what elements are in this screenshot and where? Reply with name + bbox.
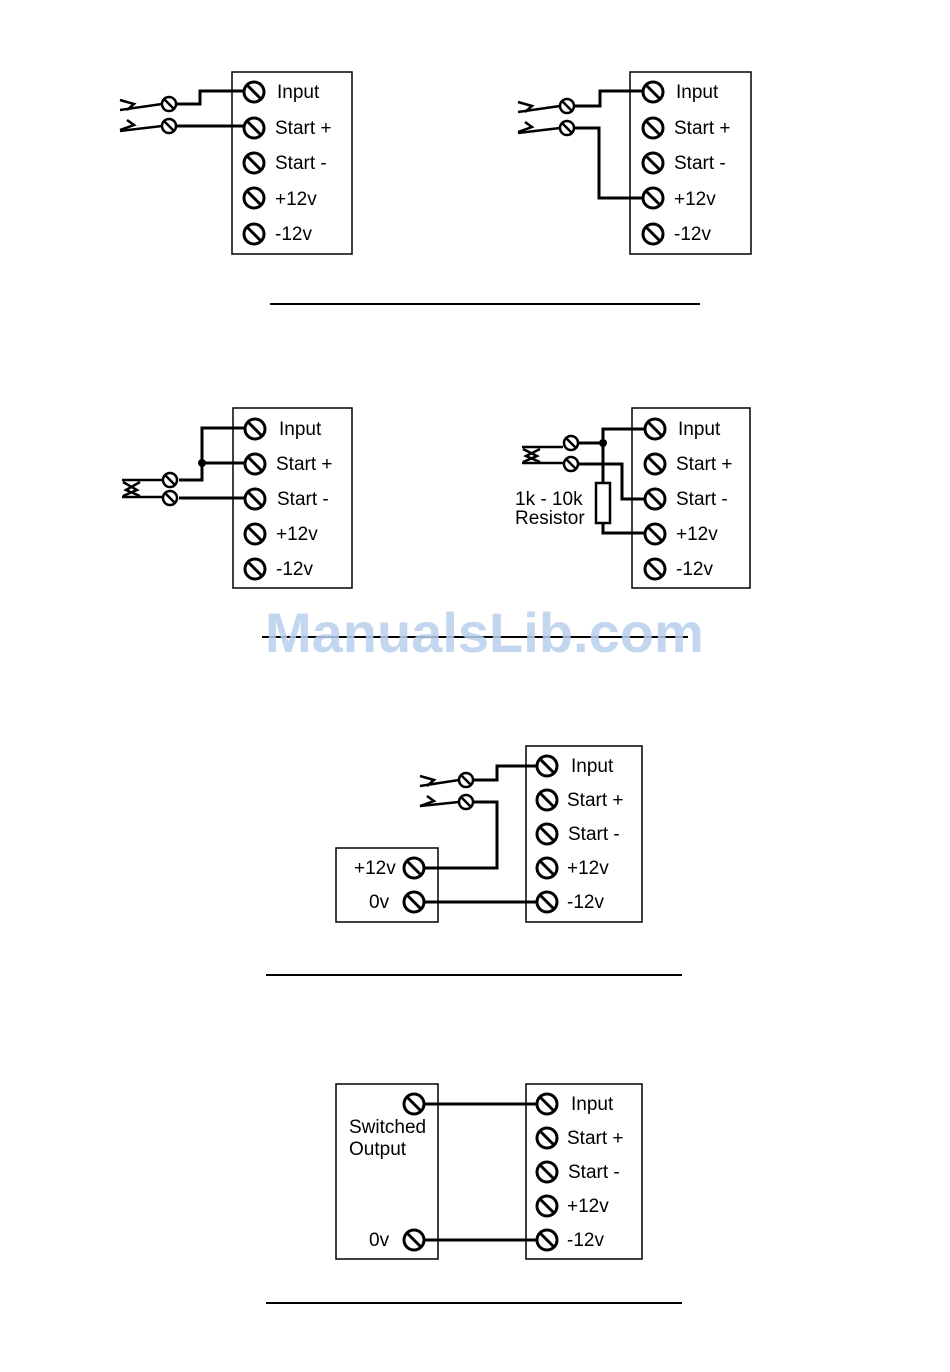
- label-start-minus: Start -: [676, 489, 728, 510]
- label-input: Input: [571, 1094, 614, 1115]
- label-start-plus: Start +: [275, 118, 332, 139]
- label-start-minus: Start -: [277, 489, 329, 510]
- label-start-plus: Start +: [674, 118, 731, 139]
- label-start-minus: Start -: [275, 153, 327, 174]
- label-minus-12v: -12v: [276, 559, 313, 580]
- wire-input: [575, 91, 642, 106]
- wire-input: [179, 428, 244, 480]
- label-start-minus: Start -: [568, 824, 620, 845]
- label-plus-12v: +12v: [275, 189, 317, 210]
- output-screw: [404, 1094, 424, 1114]
- supply-label-plus-12v: +12v: [354, 858, 396, 879]
- supply-screw: [404, 892, 424, 912]
- label-plus-12v: +12v: [676, 524, 718, 545]
- supply-label-0v: 0v: [369, 892, 390, 913]
- wire-supply-plus: [425, 802, 497, 868]
- wire-resistor-to-12v: [603, 523, 644, 533]
- label-start-plus: Start +: [567, 790, 624, 811]
- label-plus-12v: +12v: [674, 189, 716, 210]
- watermark: ManualsLib.com: [265, 601, 704, 664]
- label-start-plus: Start +: [276, 454, 333, 475]
- wire-input: [177, 91, 244, 104]
- resistor: [596, 483, 610, 523]
- label-input: Input: [277, 82, 320, 103]
- switched-output-label-2: Output: [349, 1139, 407, 1160]
- switch-contacts-2: [518, 102, 560, 133]
- label-input: Input: [571, 756, 614, 777]
- wire-plus-12v: [575, 128, 642, 198]
- switch-screw: [459, 773, 473, 787]
- label-minus-12v: -12v: [567, 892, 604, 913]
- terminal-screws-4: [645, 419, 665, 579]
- switch-screw: [564, 436, 578, 450]
- switched-output-label-1: Switched: [349, 1117, 426, 1138]
- supply-screw: [404, 858, 424, 878]
- switch-screw: [162, 97, 176, 111]
- label-start-minus: Start -: [568, 1162, 620, 1183]
- label-start-plus: Start +: [676, 454, 733, 475]
- wire-input: [474, 766, 537, 780]
- switch-contacts-4: [522, 447, 563, 463]
- label-input: Input: [676, 82, 719, 103]
- junction-dot: [198, 459, 206, 467]
- label-minus-12v: -12v: [674, 224, 711, 245]
- switch-contacts-3: [122, 480, 163, 497]
- label-plus-12v: +12v: [567, 1196, 609, 1217]
- terminal-labels-2: Input Start + Start - +12v -12v: [674, 82, 731, 245]
- switch-screw: [560, 99, 574, 113]
- resistor-label-value: 1k - 10k: [515, 489, 583, 510]
- resistor-label-name: Resistor: [515, 508, 585, 529]
- wire-input: [578, 429, 644, 443]
- terminal-labels-6: Input Start + Start - +12v -12v Switched…: [349, 1094, 624, 1251]
- switch-screw: [162, 119, 176, 133]
- switch-contacts-1: [120, 100, 162, 131]
- label-plus-12v: +12v: [276, 524, 318, 545]
- terminal-screws-2: [643, 82, 663, 244]
- terminal-labels-3: Input Start + Start - +12v -12v: [276, 419, 333, 580]
- label-start-minus: Start -: [674, 153, 726, 174]
- switch-screw: [163, 473, 177, 487]
- switch-contacts-5: [420, 776, 459, 806]
- label-start-plus: Start +: [567, 1128, 624, 1149]
- switched-output-0v: 0v: [369, 1230, 390, 1251]
- terminal-screws-3: [245, 419, 265, 579]
- label-plus-12v: +12v: [567, 858, 609, 879]
- switch-screw: [163, 491, 177, 505]
- label-minus-12v: -12v: [676, 559, 713, 580]
- switch-screw: [459, 795, 473, 809]
- terminal-screws-1: [244, 82, 264, 244]
- terminal-screws-6: [404, 1094, 557, 1250]
- junction-dot: [599, 439, 607, 447]
- output-screw: [404, 1230, 424, 1250]
- label-minus-12v: -12v: [567, 1230, 604, 1251]
- switch-screw: [560, 121, 574, 135]
- label-input: Input: [279, 419, 322, 440]
- switch-screw: [564, 457, 578, 471]
- terminal-labels-1: Input Start + Start - +12v -12v: [275, 82, 332, 245]
- label-minus-12v: -12v: [275, 224, 312, 245]
- label-input: Input: [678, 419, 721, 440]
